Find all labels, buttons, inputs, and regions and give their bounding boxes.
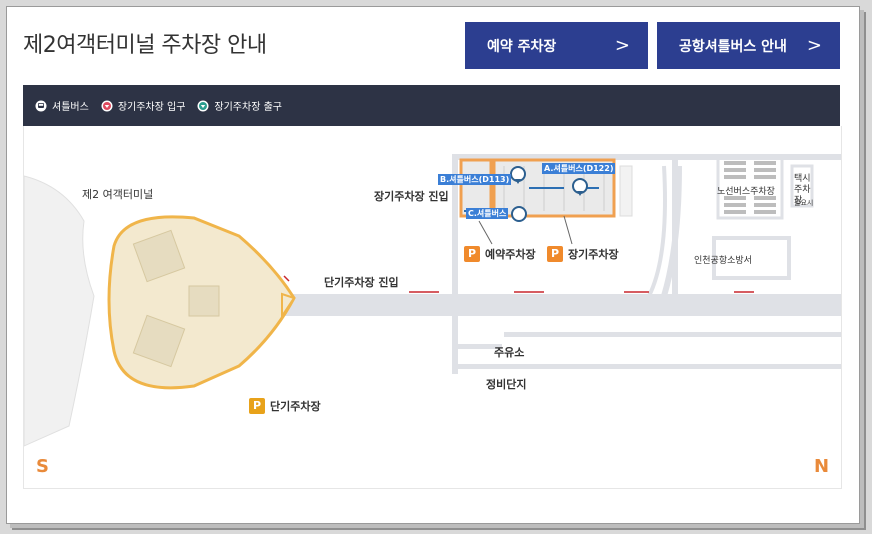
legend-item-entrance: 장기주차장 입구 bbox=[101, 98, 186, 113]
taxi-parking-label: 택시 주차장 bbox=[794, 174, 811, 206]
compass-north: N bbox=[814, 456, 830, 477]
entrance-marker-icon bbox=[101, 100, 113, 112]
parking-icon: P bbox=[249, 398, 265, 414]
shuttle-stop-a bbox=[572, 178, 588, 196]
lot-b bbox=[459, 158, 493, 218]
gas-station-label: 주유소 bbox=[494, 346, 525, 359]
shuttle-a-label: A.셔틀버스(D122) bbox=[542, 163, 616, 174]
exit-marker-icon bbox=[197, 100, 209, 112]
traffic-flow-arrows bbox=[283, 275, 754, 293]
map-graphic bbox=[24, 154, 841, 447]
reserve-parking-map-label: 예약주차장 bbox=[485, 248, 536, 261]
taxi-note-label: 필요시 bbox=[794, 199, 814, 207]
legend-item-exit: 장기주차장 출구 bbox=[197, 98, 282, 113]
parking-icon: P bbox=[464, 246, 480, 262]
long-term-parking-map-label: 장기주차장 bbox=[568, 248, 619, 261]
chevron-right-icon: > bbox=[614, 35, 630, 56]
reserve-parking-marker[interactable]: P 예약주차장 bbox=[464, 246, 536, 262]
shuttle-b-label: B.셔틀버스(D113) bbox=[438, 174, 512, 185]
legend-shuttle-label: 셔틀버스 bbox=[52, 102, 89, 113]
fire-station-label: 인천공항소방서 bbox=[694, 256, 752, 266]
main-panel: 제2여객터미널 주차장 안내 예약 주차장 > 공항셔틀버스 안내 > 셔틀버스… bbox=[6, 6, 860, 524]
legend-item-shuttle: 셔틀버스 bbox=[35, 98, 89, 113]
maintenance-label: 정비단지 bbox=[486, 378, 527, 391]
parking-icon: P bbox=[547, 246, 563, 262]
legend-exit-label: 장기주차장 출구 bbox=[214, 102, 282, 113]
bus-parking-lot bbox=[724, 161, 776, 214]
short-term-parking-map-label: 단기주차장 bbox=[270, 400, 321, 413]
terminal-label: 제2 여객터미널 bbox=[82, 188, 154, 201]
shuttle-c-label: C.셔틀버스 bbox=[466, 208, 509, 219]
main-road bbox=[279, 294, 841, 316]
short-term-parking-marker[interactable]: P 단기주차장 bbox=[249, 398, 321, 414]
short-term-entry-label: 단기주차장 진입 bbox=[324, 276, 399, 289]
parking-map: 제2 여객터미널 장기주차장 진입 단기주차장 진입 B.셔틀버스(D113) … bbox=[23, 126, 842, 489]
reserve-parking-button[interactable]: 예약 주차장 > bbox=[465, 22, 648, 69]
map-legend: 셔틀버스 장기주차장 입구 장기주차장 출구 bbox=[23, 85, 840, 126]
bus-icon bbox=[35, 100, 47, 112]
shuttle-stop-c bbox=[511, 206, 527, 222]
bus-parking-label: 노선버스주차장 bbox=[717, 187, 775, 197]
legend-entrance-label: 장기주차장 입구 bbox=[117, 102, 186, 113]
page-title: 제2여객터미널 주차장 안내 bbox=[23, 33, 267, 58]
reserve-parking-label: 예약 주차장 bbox=[487, 38, 557, 55]
chevron-right-icon: > bbox=[806, 35, 822, 56]
airport-shuttle-button[interactable]: 공항셔틀버스 안내 > bbox=[657, 22, 840, 69]
long-term-parking-marker[interactable]: P 장기주차장 bbox=[547, 246, 619, 262]
compass-south: S bbox=[36, 456, 49, 477]
airport-shuttle-label: 공항셔틀버스 안내 bbox=[679, 38, 787, 55]
long-term-entry-label: 장기주차장 진입 bbox=[374, 190, 449, 203]
